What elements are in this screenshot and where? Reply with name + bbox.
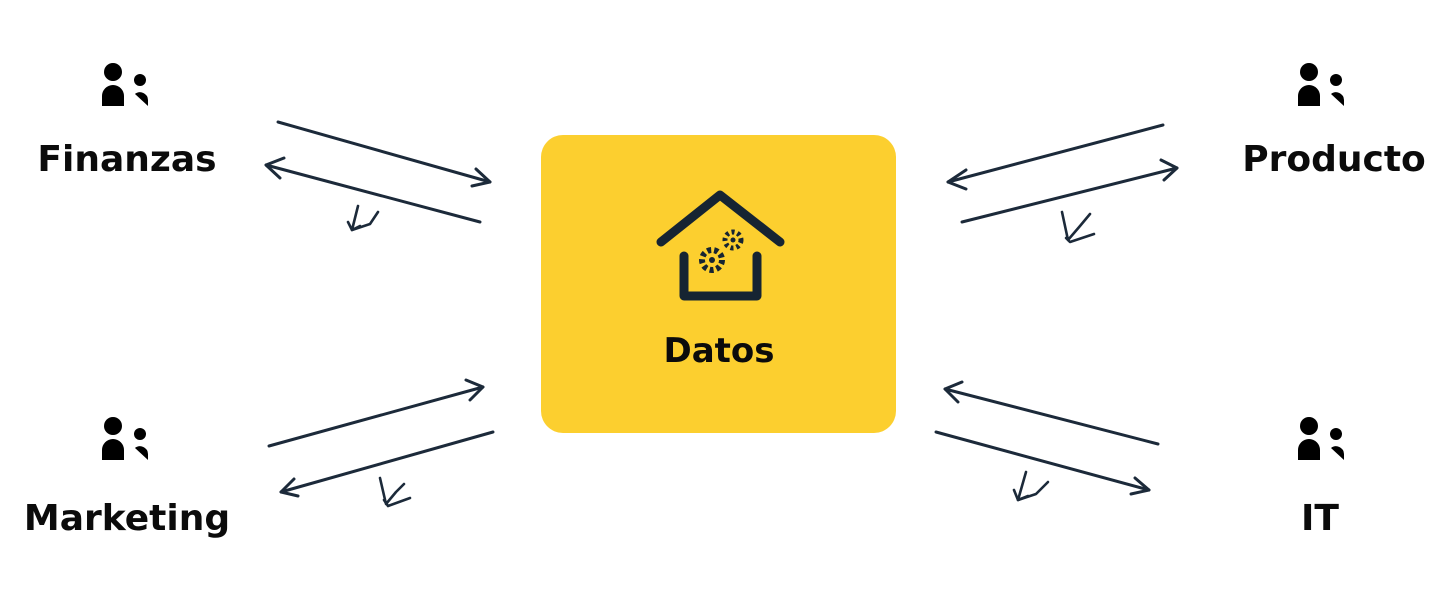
line-chart-icon — [378, 476, 412, 508]
department-it: IT — [1298, 417, 1344, 539]
hub-box — [541, 135, 896, 433]
arrow-datos-to-it — [934, 430, 1151, 496]
people-icon — [1298, 63, 1344, 106]
line-chart-icon — [346, 204, 380, 232]
department-marketing: Marketing — [24, 417, 230, 539]
line-chart-icon — [1012, 470, 1050, 502]
department-label-finanzas: Finanzas — [37, 139, 216, 180]
people-icon — [102, 417, 148, 460]
people-icon — [1298, 417, 1344, 460]
line-chart-icon — [1060, 210, 1096, 244]
gear-icon — [722, 229, 744, 251]
department-producto: Producto — [1242, 63, 1426, 180]
department-label-producto: Producto — [1242, 139, 1426, 180]
people-icon — [102, 63, 148, 106]
arrow-marketing-to-datos — [267, 378, 485, 448]
arrow-datos-to-producto — [960, 158, 1179, 224]
arrow-datos-to-marketing — [279, 430, 495, 498]
data-warehouse-icon — [656, 190, 785, 301]
datos-hub: Datos — [541, 135, 896, 433]
arrow-it-to-datos — [943, 380, 1160, 446]
arrow-datos-to-finanzas — [264, 156, 482, 224]
department-label-marketing: Marketing — [24, 498, 230, 539]
arrow-finanzas-to-datos — [276, 120, 492, 188]
department-finanzas: Finanzas — [37, 63, 217, 180]
department-label-it: IT — [1301, 498, 1339, 539]
hub-label: Datos — [663, 331, 774, 371]
gear-icon — [699, 247, 725, 273]
arrow-producto-to-datos — [946, 123, 1165, 191]
